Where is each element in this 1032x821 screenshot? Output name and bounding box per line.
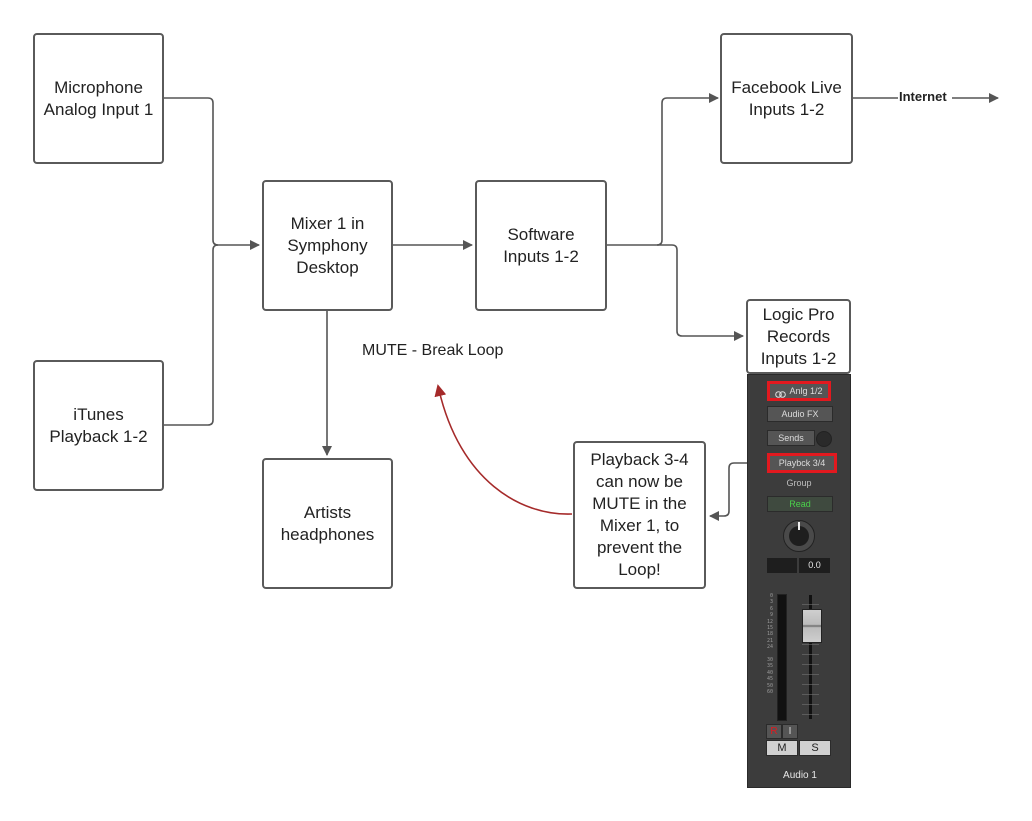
itunes-box: iTunes Playback 1-2 [33,360,164,491]
gain-readout [767,558,797,573]
volume-readout[interactable]: 0.0 [799,558,830,573]
connector-software-to-logic [657,244,744,341]
input-slot-label: Anlg 1/2 [789,386,823,396]
logic-pro-box: Logic Pro Records Inputs 1-2 [746,299,851,374]
record-enable-button[interactable]: R [766,724,782,739]
facebook-box: Facebook Live Inputs 1-2 [720,33,853,164]
connector-software-to-facebook [607,93,719,246]
sends-slot[interactable]: Sends [767,430,815,446]
input-monitor-button[interactable]: I [782,724,798,739]
loop-break-arrow [434,384,573,515]
software-box: Software Inputs 1-2 [475,180,607,311]
logic-channel-strip: Anlg 1/2 Audio FX Sends Playbck 3/4 Grou… [747,374,851,788]
connector-itunes-to-mixer [164,244,219,426]
send-knob-icon[interactable] [816,431,832,447]
pan-knob-indicator [798,522,800,530]
connector-microphone-to-mixer [164,97,260,250]
automation-mode[interactable]: Read [767,496,833,512]
headphones-box: Artists headphones [262,458,393,589]
playback-note-box: Playback 3-4 can now be MUTE in the Mixe… [573,441,706,589]
output-slot[interactable]: Playbck 3/4 [767,453,837,473]
audio-fx-slot[interactable]: Audio FX [767,406,833,422]
mixer-box: Mixer 1 in Symphony Desktop [262,180,393,311]
pan-knob[interactable] [783,520,815,552]
pan-knob-core [789,526,809,546]
internet-label: Internet [899,89,947,104]
solo-button[interactable]: S [799,740,831,756]
input-slot[interactable]: Anlg 1/2 [767,381,831,401]
connector-output-to-note [709,462,749,521]
microphone-box: Microphone Analog Input 1 [33,33,164,164]
mute-break-loop-label: MUTE - Break Loop [362,342,504,359]
group-label[interactable]: Group [786,478,812,488]
track-name[interactable]: Audio 1 [783,770,817,781]
stereo-link-icon [775,388,787,398]
volume-fader-handle[interactable] [802,609,822,643]
mute-button[interactable]: M [766,740,798,756]
level-meter [777,594,787,721]
